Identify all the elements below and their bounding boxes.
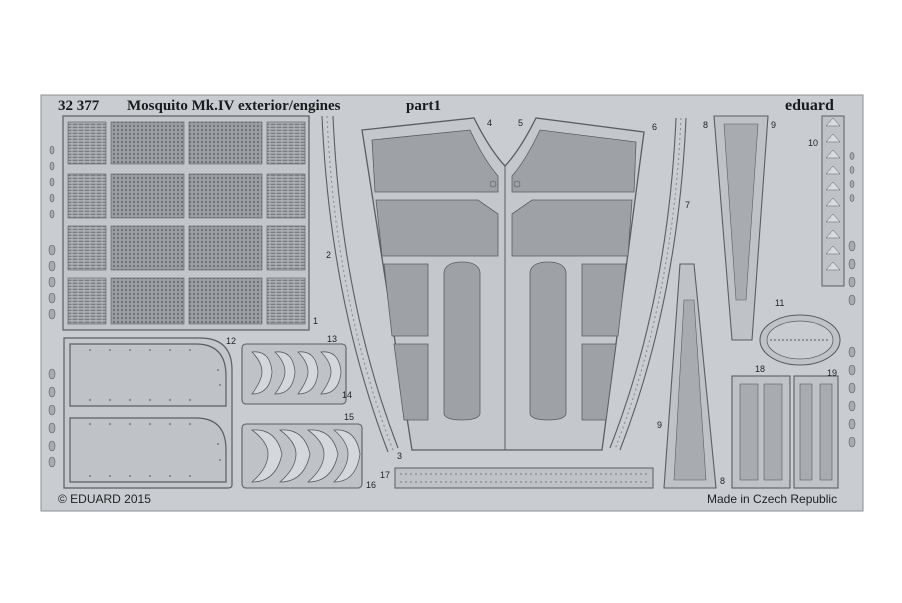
part-18-panel: [731, 375, 791, 489]
part-number: 4: [487, 118, 492, 128]
droplet-column-left: [48, 145, 56, 468]
part-2-3-curved-strip: [321, 115, 399, 453]
part-number: 6: [652, 122, 657, 132]
fret-code: 32 377: [58, 98, 100, 114]
part-number: 16: [366, 480, 376, 490]
part-number: 18: [755, 364, 765, 374]
parts-13-14-crescents: [241, 343, 347, 405]
droplet-column-right: [848, 152, 856, 448]
part-8-9-taper-bottom: [663, 263, 717, 489]
part-number-labels: 1 2 3 4 5 6 7 8 9 9 8 10 11 12 13 14 15 …: [226, 118, 837, 490]
part-number: 14: [342, 390, 352, 400]
part-11-ring: [759, 314, 841, 366]
part-number: 11: [775, 298, 784, 308]
part-number: 10: [808, 138, 818, 148]
part-number: 12: [226, 336, 236, 346]
part-10-triangle-ladder: [821, 115, 845, 287]
part-number: 2: [326, 250, 331, 260]
part-12-rivets: [89, 349, 221, 477]
part-6-7-curved-strip: [609, 117, 687, 451]
part-number: 17: [380, 470, 390, 480]
part-4-5-cowling: [361, 117, 645, 451]
part-number: 19: [827, 368, 837, 378]
part-19-panel: [793, 375, 839, 489]
part-1-grille-panel: [62, 115, 310, 331]
brand-logo: eduard: [785, 97, 834, 114]
parts-15-16-crescents: [241, 423, 363, 489]
part-number: 15: [344, 412, 354, 422]
origin-text: Made in Czech Republic: [707, 492, 838, 506]
part-number: 3: [397, 451, 402, 461]
part-number: 1: [313, 316, 318, 326]
part-number: 13: [327, 334, 337, 344]
fret-part: part1: [406, 98, 441, 114]
fret-title: Mosquito Mk.IV exterior/engines: [127, 98, 341, 114]
part-number: 8: [703, 120, 708, 130]
part-number: 8: [720, 476, 725, 486]
part-8-9-taper-top: [713, 115, 769, 341]
part-number: 9: [657, 420, 662, 430]
copyright-text: © EDUARD 2015: [58, 492, 151, 506]
part-17-strip: [394, 467, 654, 489]
part-number: 9: [771, 120, 776, 130]
part-number: 5: [518, 118, 523, 128]
part-12-panels: [63, 337, 233, 489]
part-number: 7: [685, 200, 690, 210]
